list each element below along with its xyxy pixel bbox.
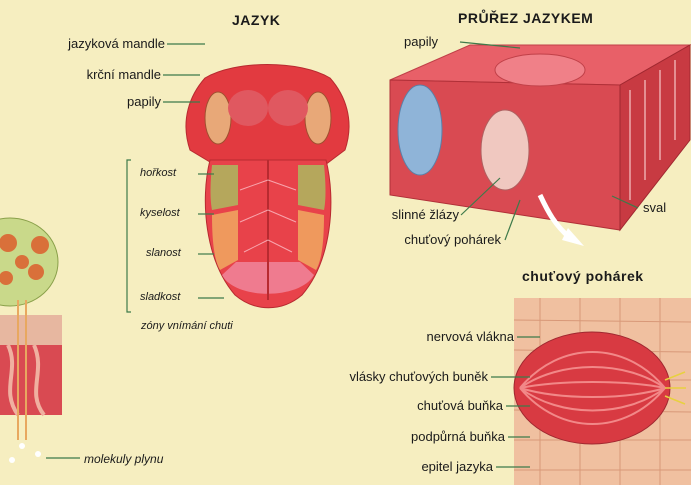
taste-bud-illustration [514, 298, 691, 485]
label-lingual-tonsil: jazyková mandle [68, 36, 165, 51]
label-epithelium: epitel jazyka [421, 459, 493, 474]
label-tongue-papillae: papily [127, 94, 161, 109]
label-gas-molecules: molekuly plynu [84, 452, 163, 466]
taste-bud-heading: chuťový pohárek [522, 268, 644, 284]
zone-sour: kyselost [140, 207, 180, 219]
label-salivary-glands: slinné žlázy [392, 207, 459, 222]
tongue-illustration [186, 65, 349, 308]
label-taste-cell: chuťová buňka [417, 398, 503, 413]
zones-caption: zóny vnímání chuti [141, 320, 233, 332]
label-muscle: sval [643, 200, 666, 215]
label-nerve-fibers: nervová vlákna [427, 329, 514, 344]
label-section-papillae: papily [404, 34, 438, 49]
label-section-taste-bud: chuťový pohárek [404, 232, 501, 247]
tongue-heading: JAZYK [232, 12, 280, 28]
label-support-cell: podpůrná buňka [411, 429, 505, 444]
label-palatine-tonsil: krční mandle [87, 67, 161, 82]
zone-sweet: sladkost [140, 291, 180, 303]
olfactory-fragment [0, 218, 80, 463]
section-heading: PRŮŘEZ JAZYKEM [458, 10, 593, 26]
zone-bitter: hořkost [140, 167, 176, 179]
zone-salty: slanost [146, 247, 181, 259]
label-taste-hairs: vlásky chuťových buněk [349, 369, 488, 384]
